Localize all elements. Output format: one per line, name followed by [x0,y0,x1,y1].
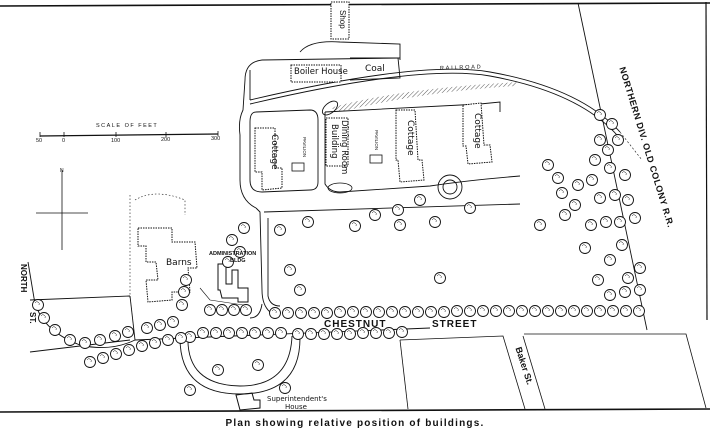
administration-building [199,263,251,307]
label-shop: Shop [338,10,347,29]
lot-lines [399,333,707,410]
scale-tick-200: 200 [161,137,171,143]
label-administration-line1: ADMINISTRATION [209,251,257,257]
label-pavilion-1: PAVILION [302,137,307,158]
scale-tick-300: 300 [211,136,221,142]
figure-caption: Plan showing relative position of buildi… [225,418,485,429]
compass-north-arrow: N [36,168,88,250]
label-street: STREET [432,319,478,330]
map-border [0,1,710,413]
label-barns: Barns [166,258,192,268]
label-boiler-house: Boiler House [294,67,348,77]
label-chestnut: CHESTNUT [324,319,387,330]
svg-text:N: N [60,168,64,174]
label-superintendent-line1: Superintendent's [267,395,327,403]
pavilion-2-building [369,154,383,164]
label-cottage-3: Cottage [472,113,482,149]
scale-tick-50: 50 [36,138,43,144]
cottage-2-building [395,109,425,183]
label-north-st: ST. [28,312,37,324]
crescent-drive [179,335,301,395]
label-dining-room-line1: Dining Room [339,120,349,175]
label-pavilion-2: PAVILION [374,130,379,151]
scale-tick-100: 100 [111,138,121,144]
label-cottage-1: Cottage [269,134,279,170]
pavilion-1-building [291,162,305,172]
dining-room-building [325,117,353,194]
label-superintendent-line2: House [285,403,307,411]
oval-plot [321,100,339,116]
scale-bar [39,131,219,137]
cottage-1-building [254,127,283,191]
scale-title: SCALE OF FEET [96,123,159,129]
label-cottage-2: Cottage [405,120,415,156]
shop-building [330,1,350,40]
label-dining-room-line2: Building [329,124,339,159]
label-coal: Coal [365,64,385,74]
railroad-spur [249,68,643,161]
label-north: NORTH [19,264,28,293]
superintendent-house [235,392,261,411]
label-administration-line2: BLDG [230,258,246,264]
cottage-3-building [462,102,493,165]
scale-tick-0: 0 [62,138,66,144]
boiler-house-building [290,64,342,83]
coal-shed [349,57,401,81]
